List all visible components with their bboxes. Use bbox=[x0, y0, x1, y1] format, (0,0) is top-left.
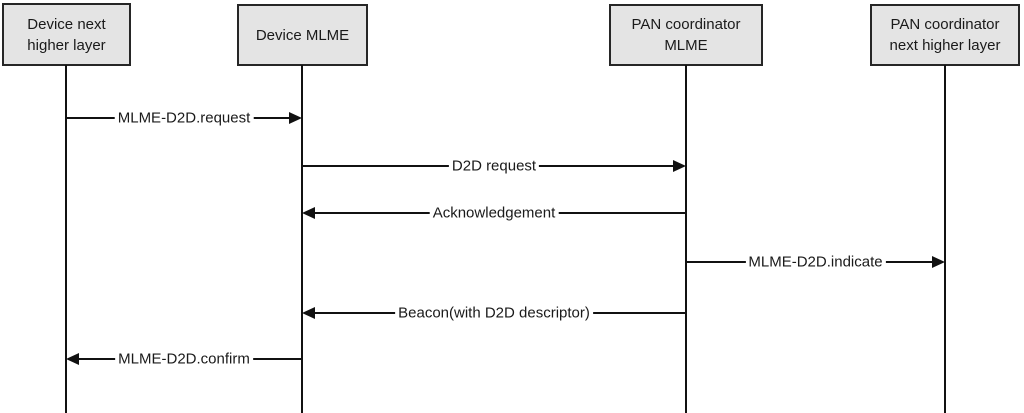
message-label: D2D request bbox=[448, 157, 540, 175]
arrowhead-left-icon bbox=[66, 353, 79, 365]
actor-box-pan-coordinator-next-higher-layer: PAN coordinator next higher layer bbox=[870, 4, 1020, 66]
message-mlme-d2d-indicate: MLME-D2D.indicate bbox=[686, 252, 945, 272]
arrowhead-left-icon bbox=[302, 307, 315, 319]
message-label: MLME-D2D.indicate bbox=[745, 253, 886, 271]
message-label: Beacon(with D2D descriptor) bbox=[395, 304, 593, 322]
message-label: Acknowledgement bbox=[429, 204, 559, 222]
arrowhead-left-icon bbox=[302, 207, 315, 219]
message-label: MLME-D2D.confirm bbox=[115, 350, 253, 368]
lifeline-device-mlme bbox=[301, 65, 303, 413]
arrowhead-right-icon bbox=[289, 112, 302, 124]
lifeline-pan-coordinator-next-higher-layer bbox=[944, 65, 946, 413]
message-label: MLME-D2D.request bbox=[114, 109, 254, 127]
message-beacon-with-d2d-descriptor: Beacon(with D2D descriptor) bbox=[302, 303, 686, 323]
actor-box-device-next-higher-layer: Device next higher layer bbox=[2, 3, 131, 66]
actor-box-pan-coordinator-mlme: PAN coordinator MLME bbox=[609, 4, 763, 66]
message-mlme-d2d-request: MLME-D2D.request bbox=[66, 108, 302, 128]
lifeline-pan-coordinator-mlme bbox=[685, 65, 687, 413]
message-d2d-request: D2D request bbox=[302, 156, 686, 176]
actor-label: PAN coordinator next higher layer bbox=[889, 16, 1001, 54]
arrowhead-right-icon bbox=[673, 160, 686, 172]
message-mlme-d2d-confirm: MLME-D2D.confirm bbox=[66, 349, 302, 369]
actor-label: Device MLME bbox=[255, 26, 350, 44]
actor-label: Device next higher layer bbox=[27, 15, 106, 54]
message-acknowledgement: Acknowledgement bbox=[302, 203, 686, 223]
actor-box-device-mlme: Device MLME bbox=[237, 4, 368, 66]
lifeline-device-next-higher-layer bbox=[65, 65, 67, 413]
arrowhead-right-icon bbox=[932, 256, 945, 268]
actor-label: PAN coordinator MLME bbox=[631, 16, 741, 54]
